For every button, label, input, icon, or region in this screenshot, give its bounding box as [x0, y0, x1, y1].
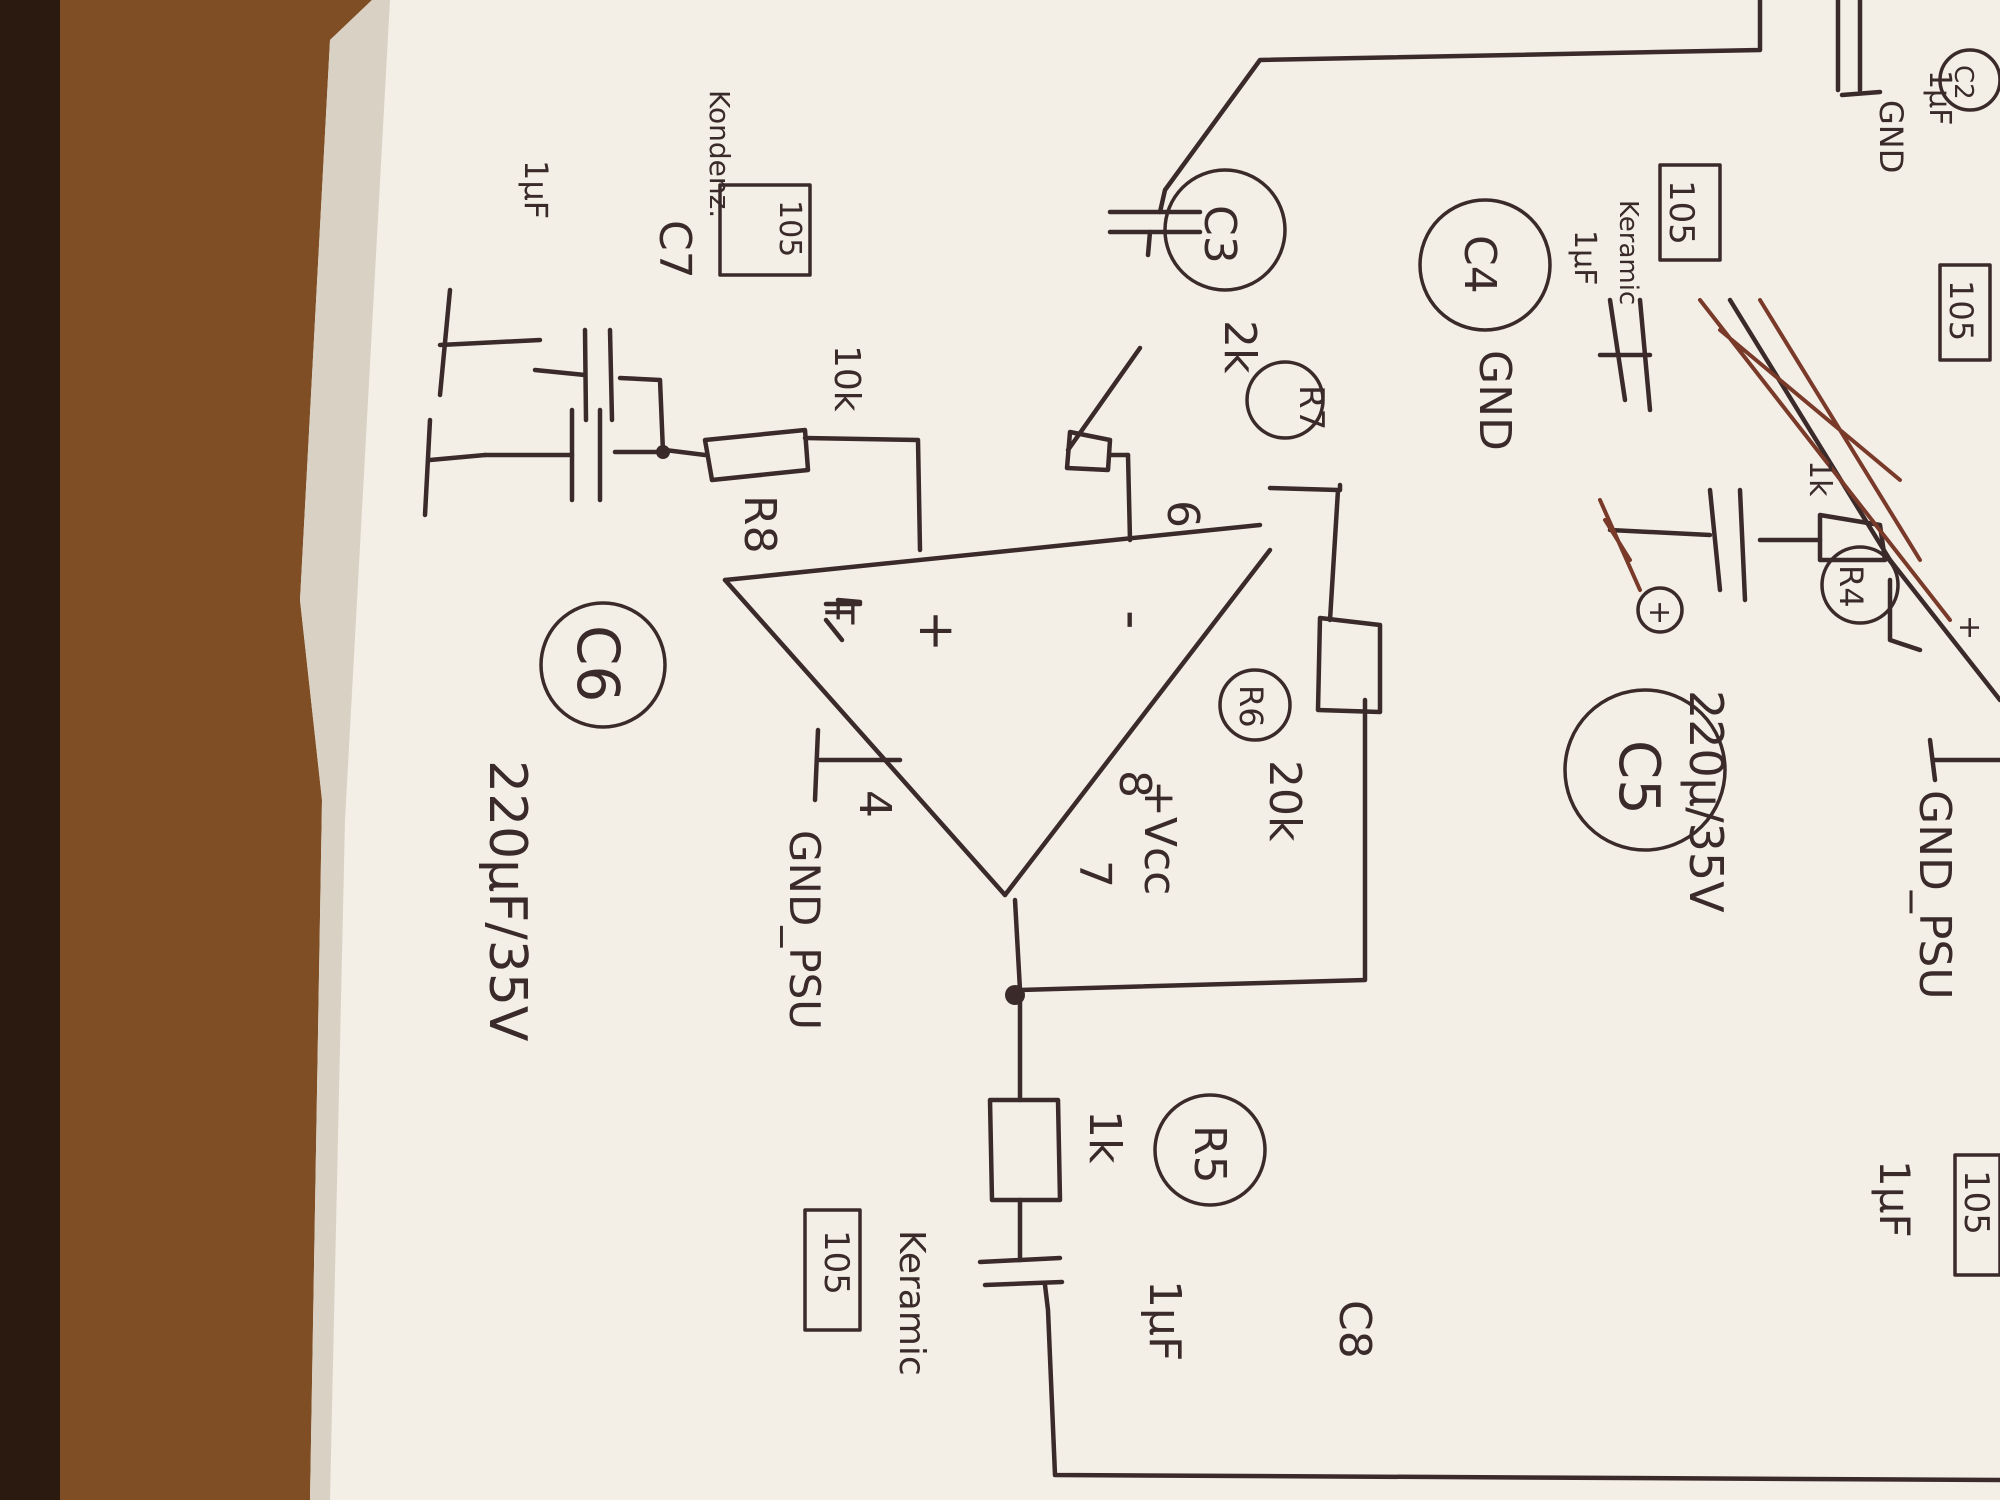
c4-circle — [1418, 198, 1552, 332]
table-shadow — [0, 0, 60, 1500]
c6-gnd-stem — [427, 452, 488, 463]
c8-box-label: 105 — [816, 1230, 856, 1295]
ic-main-label: Ŧ — [815, 599, 861, 625]
c8-box — [803, 1208, 862, 1332]
top-ceramic-label: Keramic — [1613, 200, 1643, 305]
r8-body — [702, 427, 811, 483]
ceramic-scribble — [1698, 298, 1952, 622]
r6-circle — [1218, 668, 1292, 742]
c8-out — [1042, 1282, 2000, 1483]
feedback-wire — [1017, 697, 1368, 993]
top-box — [1658, 163, 1722, 262]
in-minus-label: - — [1102, 610, 1165, 630]
c6-circle — [539, 601, 667, 729]
c7-plate-a — [607, 327, 615, 423]
right-box — [1953, 1153, 2000, 1277]
r8-value: 10k — [826, 345, 867, 412]
c7-wire — [617, 375, 666, 455]
r5-label: R5 — [1184, 1125, 1235, 1184]
top-gnd-label: GND — [1872, 100, 1910, 173]
c7-gnd-bar — [437, 337, 543, 348]
c7-box — [718, 183, 812, 277]
c5-plus-label: + — [1642, 600, 1677, 625]
r4-circle — [1820, 545, 1900, 625]
r8-label: R8 — [734, 495, 785, 554]
c3-label: C3 — [1194, 205, 1245, 264]
r7-label: R7 — [1291, 385, 1331, 430]
r6-value: 20k — [1259, 760, 1310, 842]
circled-top-label: C2 — [1948, 65, 1978, 100]
c6-label: C6 — [564, 625, 632, 702]
gnd-psu-main-label: GND_PSU — [780, 830, 829, 1030]
r5-value: 1k — [1079, 1110, 1130, 1164]
paper-sheet — [300, 0, 2000, 1500]
ic-mark — [823, 597, 863, 643]
r6-label: R6 — [1232, 685, 1270, 728]
r4-value: 1k — [1802, 460, 1837, 497]
pin4-gnd-bar — [812, 727, 821, 803]
r7-value: 2k — [1214, 320, 1265, 374]
r7-body — [1064, 429, 1113, 473]
c4-label: C4 — [1454, 235, 1505, 294]
pin8-label: 8 — [1109, 770, 1160, 798]
top-gnd-bar — [1839, 89, 1883, 98]
pin7-label: 7 — [1069, 860, 1120, 888]
c4-gnd-label: GND — [1469, 350, 1520, 451]
c7-value: 1µF — [517, 160, 555, 219]
c5-circle — [1563, 688, 1727, 852]
c6-value: 220µF/35V — [477, 760, 537, 1042]
pin6-label: 6 — [1157, 500, 1208, 528]
c7-box-label: 105 — [772, 200, 807, 257]
r6-body — [1315, 615, 1383, 715]
in-plus-label: + — [908, 610, 966, 652]
r7-to-c3 — [1065, 345, 1143, 453]
r4-label: R4 — [1832, 565, 1870, 608]
vcc-label: +Vcc — [1134, 780, 1185, 895]
c5-plus-circle — [1636, 586, 1684, 634]
r5-circle — [1153, 1093, 1267, 1207]
top-cap2-value: 1µF — [1922, 70, 1957, 125]
c3-to-top — [1157, 0, 1763, 215]
c7-label: C7 — [649, 220, 700, 279]
top-cap-value: 1µF — [1567, 230, 1602, 285]
pin3-wire — [802, 435, 923, 553]
r4-body — [1817, 512, 1888, 563]
pin6-wire — [1125, 452, 1133, 543]
ceramic-a — [1607, 297, 1628, 403]
c8-value: 1µF — [1139, 1280, 1190, 1361]
gnd-psu-top-bar — [1927, 737, 1938, 783]
c5-gnd — [1607, 527, 1713, 538]
top-box2 — [1938, 263, 1992, 362]
c8-plate-a — [977, 1255, 1063, 1265]
c6-gnd-bar — [422, 417, 433, 518]
c8-label: C8 — [1329, 1300, 1380, 1359]
c5-value: 220µ/35V — [1679, 690, 1733, 913]
c5-plate-a — [1707, 487, 1723, 593]
paper-shadow — [300, 0, 390, 1500]
op-amp — [722, 522, 1273, 898]
c8-note: Keramic — [891, 1230, 932, 1376]
c7-gnd — [532, 367, 588, 378]
c5-scribble — [1598, 498, 1642, 592]
top-circle — [1938, 48, 2000, 112]
right-edge-value: 1µF — [1870, 1160, 1919, 1238]
r8-node — [662, 447, 708, 458]
r7-circle — [1245, 360, 1325, 440]
top-box2-label: 105 — [1942, 280, 1980, 341]
c5-plate-b — [1737, 487, 1748, 603]
c5-label: C5 — [1606, 740, 1671, 815]
top-box-label: 105 — [1661, 180, 1701, 245]
pin4-label: 4 — [849, 790, 900, 818]
c7-gnd-top — [437, 287, 453, 398]
r5-body — [987, 1097, 1063, 1203]
r4-wire — [1887, 577, 1923, 653]
c3-circle — [1163, 168, 1287, 292]
right-box-label: 105 — [1956, 1170, 1996, 1235]
gnd-psu-top-label: GND_PSU — [1909, 790, 1960, 1000]
c8-plate-b — [982, 1279, 1065, 1288]
c7-note: Kondenz. — [703, 90, 736, 218]
r4-plus-label: + — [1952, 615, 1987, 640]
c3-wire — [1145, 229, 1153, 258]
